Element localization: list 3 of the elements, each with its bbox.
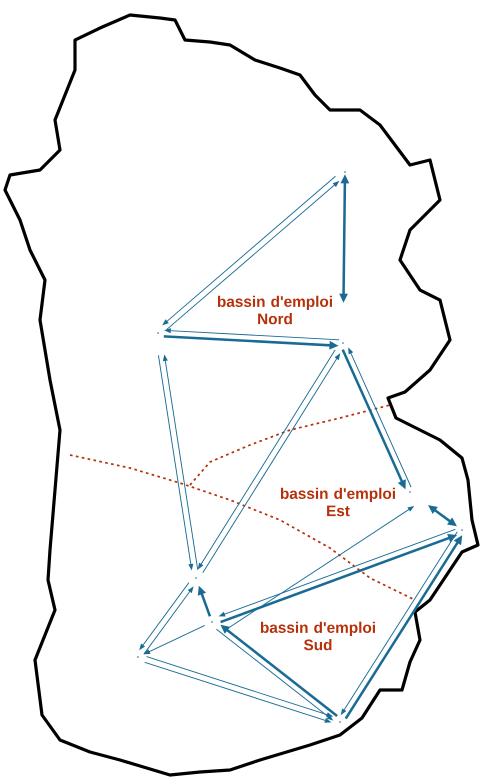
region-label: bassin d'emploi Est [280,488,395,516]
region-label: bassin d'emploi Nord [218,296,332,324]
region-label: bassin d'emploi Sud [260,622,375,650]
